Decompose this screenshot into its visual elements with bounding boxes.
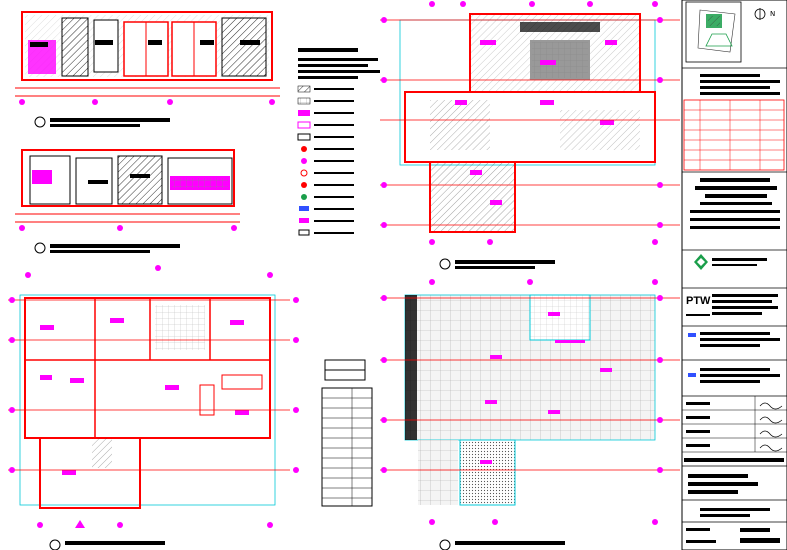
plan-bottom-right [380,279,680,550]
north-mark: N [770,10,775,18]
schedule-table [321,359,373,507]
elevation-2 [15,149,240,254]
elevation-1 [15,11,280,128]
firm-logo: PTW [686,295,711,307]
legend [297,48,380,236]
title-block: N PTW [681,0,787,550]
plan-bottom-left [8,265,299,550]
plan-top-right [380,1,680,270]
